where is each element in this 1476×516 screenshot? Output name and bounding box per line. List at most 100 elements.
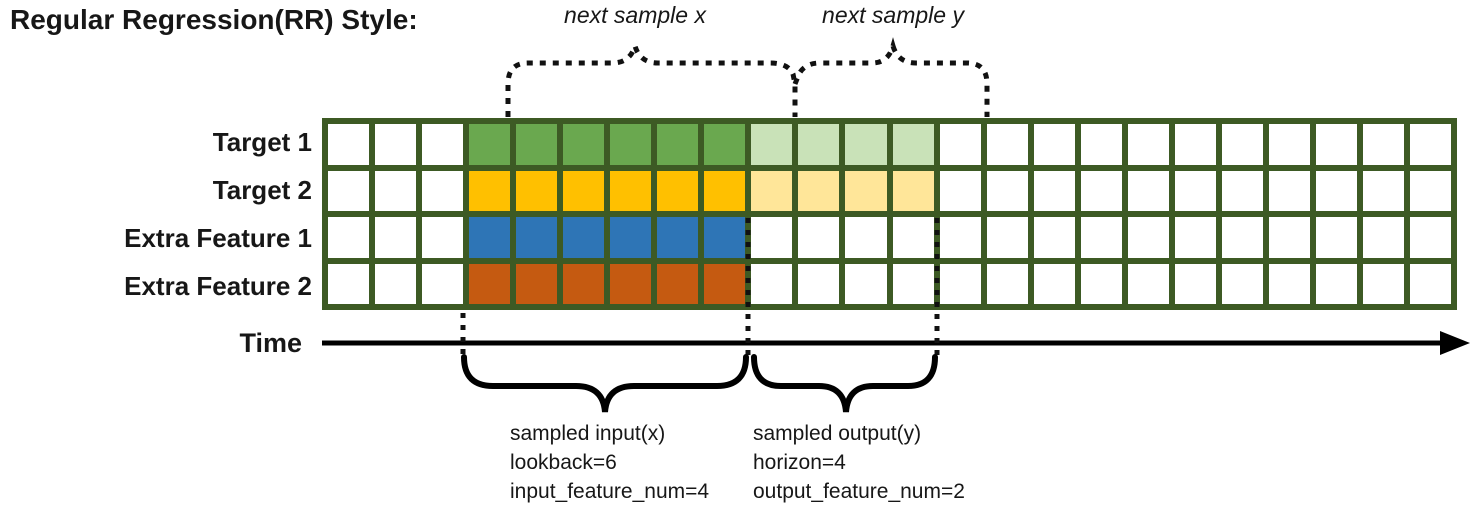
grid-cell-r2-c10	[751, 170, 793, 211]
grid-cell-r3-c24	[1409, 217, 1451, 258]
grid-cell-r4-c9	[704, 263, 746, 304]
page-title: Regular Regression(RR) Style:	[10, 4, 418, 35]
grid-cell-r2-c22	[1315, 170, 1357, 211]
next-sample-x-brace-icon	[505, 37, 798, 117]
grid-cell-r4-c21	[1268, 263, 1310, 304]
grid-cell-r4-c18	[1127, 263, 1169, 304]
grid-cell-r3-c3	[422, 217, 464, 258]
grid-cell-r2-c1	[328, 170, 370, 211]
grid-cell-r1-c11	[798, 124, 840, 165]
grid-cell-r1-c14	[939, 124, 981, 165]
grid-cell-r3-c4	[469, 217, 511, 258]
grid-cell-r3-c16	[1033, 217, 1075, 258]
grid-cell-r1-c17	[1080, 124, 1122, 165]
sampled-output-brace-icon	[751, 354, 938, 413]
grid-cell-r2-c21	[1268, 170, 1310, 211]
grid-cell-r4-c6	[563, 263, 605, 304]
grid-cell-r2-c23	[1362, 170, 1404, 211]
grid-cell-r3-c9	[704, 217, 746, 258]
grid-cell-r1-c4	[469, 124, 511, 165]
sampled-input-line3: input_feature_num=4	[510, 480, 710, 503]
grid-cell-r4-c1	[328, 263, 370, 304]
next-sample-y-label: next sample y	[822, 2, 964, 28]
grid-cell-r3-c6	[563, 217, 605, 258]
grid-cell-r2-c9	[704, 170, 746, 211]
grid-cell-r1-c2	[375, 124, 417, 165]
grid-cell-r1-c18	[1127, 124, 1169, 165]
grid-cell-r4-c20	[1221, 263, 1263, 304]
grid-cell-r4-c19	[1174, 263, 1216, 304]
grid-cell-r1-c23	[1362, 124, 1404, 165]
sampled-input-note: sampled input(x) lookback=6 input_featur…	[510, 419, 709, 506]
sample-grid	[322, 118, 1457, 310]
grid-cell-r4-c13	[892, 263, 934, 304]
grid-cell-r4-c23	[1362, 263, 1404, 304]
row-label-target-1: Target 1	[212, 127, 312, 157]
next-sample-y-brace-icon	[792, 37, 990, 117]
grid-cell-r2-c4	[469, 170, 511, 211]
sampled-input-line2: lookback=6	[510, 451, 617, 474]
grid-cell-r2-c17	[1080, 170, 1122, 211]
grid-cell-r3-c2	[375, 217, 417, 258]
next-sample-x-label: next sample x	[564, 2, 706, 28]
grid-cell-r2-c7	[610, 170, 652, 211]
grid-cell-r4-c4	[469, 263, 511, 304]
grid-cell-r1-c9	[704, 124, 746, 165]
grid-cell-r1-c24	[1409, 124, 1451, 165]
grid-cell-r1-c1	[328, 124, 370, 165]
grid-cell-r4-c8	[657, 263, 699, 304]
grid-cell-r4-c10	[751, 263, 793, 304]
grid-cell-r3-c13	[892, 217, 934, 258]
sampled-input-line1: sampled input(x)	[510, 422, 666, 445]
grid-cell-r1-c3	[422, 124, 464, 165]
grid-cell-r3-c5	[516, 217, 558, 258]
grid-cell-r4-c5	[516, 263, 558, 304]
grid-cell-r1-c6	[563, 124, 605, 165]
grid-cell-r4-c3	[422, 263, 464, 304]
grid-cell-r3-c14	[939, 217, 981, 258]
grid-cell-r1-c19	[1174, 124, 1216, 165]
row-label-extra-feature-2: Extra Feature 2	[124, 271, 312, 301]
sampled-input-brace-icon	[461, 354, 749, 413]
grid-cell-r4-c11	[798, 263, 840, 304]
grid-cell-r3-c8	[657, 217, 699, 258]
sampled-output-line3: output_feature_num=2	[753, 480, 965, 503]
time-axis-label: Time	[239, 328, 302, 358]
grid-cell-r3-c7	[610, 217, 652, 258]
grid-cell-r4-c24	[1409, 263, 1451, 304]
grid-cell-r1-c13	[892, 124, 934, 165]
grid-cell-r2-c13	[892, 170, 934, 211]
grid-cell-r2-c24	[1409, 170, 1451, 211]
row-label-extra-feature-1: Extra Feature 1	[124, 223, 312, 253]
grid-cell-r2-c16	[1033, 170, 1075, 211]
grid-cell-r1-c12	[845, 124, 887, 165]
grid-cell-r4-c15	[986, 263, 1028, 304]
grid-cell-r4-c22	[1315, 263, 1357, 304]
grid-cell-r3-c19	[1174, 217, 1216, 258]
grid-cell-r1-c21	[1268, 124, 1310, 165]
grid-cell-r3-c20	[1221, 217, 1263, 258]
grid-cell-r4-c12	[845, 263, 887, 304]
grid-cell-r2-c8	[657, 170, 699, 211]
time-axis-arrowhead-icon	[1440, 331, 1470, 355]
grid-cell-r4-c2	[375, 263, 417, 304]
grid-cell-r3-c10	[751, 217, 793, 258]
grid-cell-r1-c8	[657, 124, 699, 165]
sampled-output-line1: sampled output(y)	[753, 422, 922, 445]
grid-cell-r2-c14	[939, 170, 981, 211]
sampled-output-note: sampled output(y) horizon=4 output_featu…	[753, 419, 965, 506]
grid-cell-r2-c5	[516, 170, 558, 211]
grid-cell-r3-c17	[1080, 217, 1122, 258]
grid-cell-r1-c16	[1033, 124, 1075, 165]
grid-cell-r3-c18	[1127, 217, 1169, 258]
grid-cell-r3-c1	[328, 217, 370, 258]
grid-cell-r4-c7	[610, 263, 652, 304]
grid-cell-r1-c15	[986, 124, 1028, 165]
grid-cell-r1-c20	[1221, 124, 1263, 165]
grid-cell-r2-c15	[986, 170, 1028, 211]
grid-cell-r2-c11	[798, 170, 840, 211]
grid-cell-r1-c10	[751, 124, 793, 165]
sampled-output-line2: horizon=4	[753, 451, 846, 474]
grid-cell-r1-c7	[610, 124, 652, 165]
